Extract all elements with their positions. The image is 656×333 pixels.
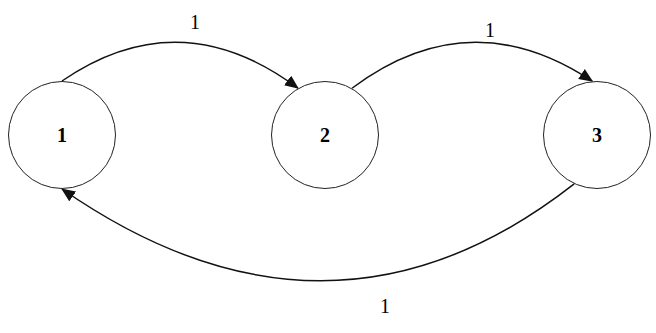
node-number: 1 — [57, 124, 67, 147]
edge-weight: 1 — [483, 19, 497, 42]
state-circle: 3 — [543, 81, 651, 189]
node-number: 2 — [320, 124, 330, 147]
transition-arrow — [62, 184, 574, 281]
state-circle: 1 — [8, 81, 116, 189]
node-number: 3 — [592, 124, 602, 147]
state-circle: 2 — [271, 81, 379, 189]
transition-arrow — [352, 42, 592, 88]
edge-weight: 1 — [378, 295, 392, 318]
edge-weight: 1 — [188, 11, 202, 34]
transition-arrow — [62, 42, 298, 88]
